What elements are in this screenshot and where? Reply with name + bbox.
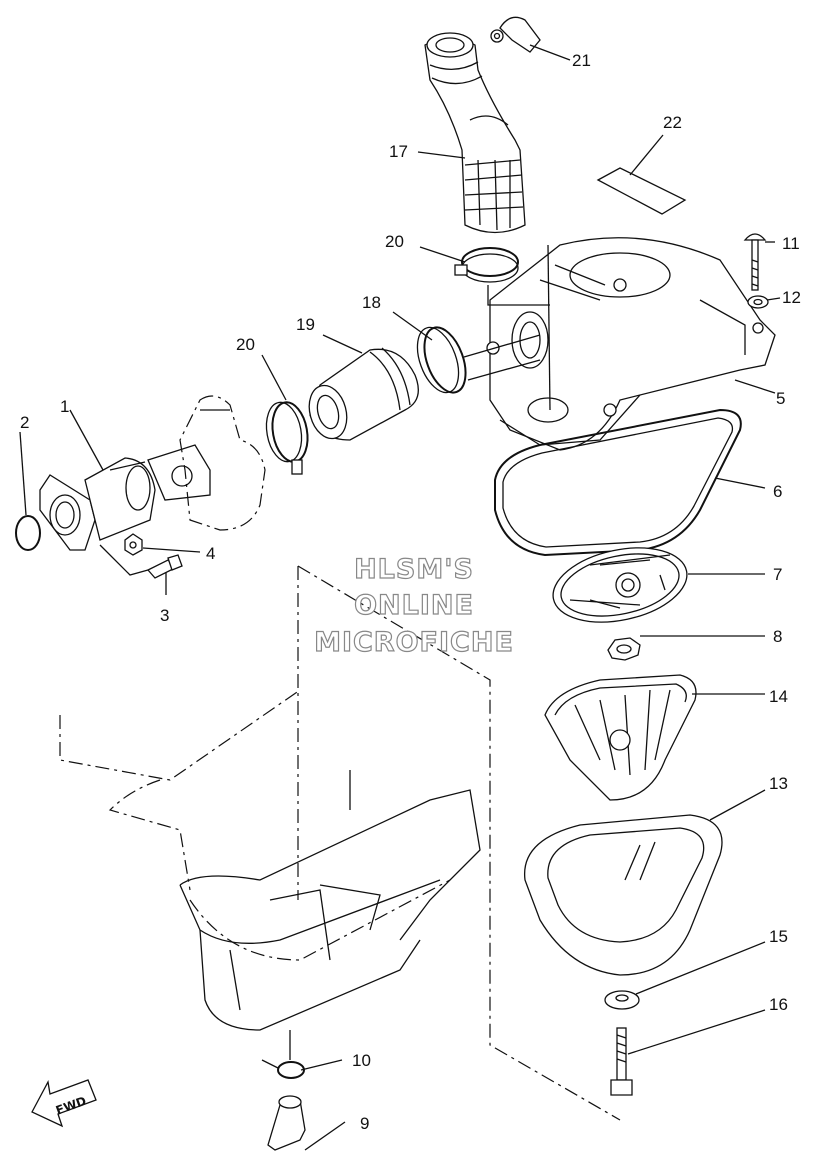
carburetor xyxy=(147,395,266,531)
callout-20b: 20 xyxy=(236,335,255,354)
callout-10: 10 xyxy=(352,1051,371,1070)
callout-11: 11 xyxy=(782,234,800,253)
callout-21: 21 xyxy=(572,51,591,70)
callout-12: 12 xyxy=(782,288,801,307)
callout-labels: 21 22 17 20 11 12 18 19 20 5 1 2 6 4 7 3… xyxy=(20,51,801,1133)
callout-4: 4 xyxy=(206,544,215,563)
callout-8: 8 xyxy=(773,627,782,646)
callout-1: 1 xyxy=(60,397,69,416)
watermark: HLSM'S ONLINE MICROFICHE xyxy=(313,553,514,658)
callout-2: 2 xyxy=(20,413,29,432)
collar-15 xyxy=(604,990,640,1010)
callout-7: 7 xyxy=(773,565,782,584)
fwd-arrow-icon: FWD xyxy=(31,1079,97,1128)
intake-manifold xyxy=(39,457,156,551)
joint-19 xyxy=(308,347,419,441)
callout-3: 3 xyxy=(160,606,169,625)
watermark-line-2: ONLINE xyxy=(354,590,474,621)
bolt-11 xyxy=(743,233,767,291)
clamp-20-lower xyxy=(265,401,309,475)
bolt-3 xyxy=(146,554,183,579)
callout-17: 17 xyxy=(389,142,408,161)
callout-14: 14 xyxy=(769,687,788,706)
clip-10 xyxy=(261,1059,305,1079)
element-frame-7 xyxy=(552,547,688,623)
case-gasket xyxy=(494,408,742,557)
bolt-16 xyxy=(610,1027,633,1096)
leader-1-3 xyxy=(99,544,149,576)
nut-4 xyxy=(124,533,143,556)
washer-12 xyxy=(747,295,769,309)
drain-9 xyxy=(267,1095,306,1151)
hose-clamp-upper xyxy=(454,247,519,283)
callout-13: 13 xyxy=(769,774,788,793)
frame-outline xyxy=(59,565,621,1121)
callout-19: 19 xyxy=(296,315,315,334)
nut-8 xyxy=(607,637,641,661)
watermark-line-1: HLSM'S xyxy=(354,554,474,585)
callout-6: 6 xyxy=(773,482,782,501)
elbow-hose xyxy=(490,16,541,53)
callout-18: 18 xyxy=(362,293,381,312)
callout-22: 22 xyxy=(663,113,682,132)
watermark-line-3: MICROFICHE xyxy=(314,627,514,658)
air-cleaner-case xyxy=(486,237,776,451)
callout-20a: 20 xyxy=(385,232,404,251)
callout-5: 5 xyxy=(776,389,785,408)
leader-lines xyxy=(19,44,781,1151)
callout-9: 9 xyxy=(360,1114,369,1133)
o-ring-2 xyxy=(15,515,41,551)
element-13 xyxy=(524,814,723,976)
label-sticker xyxy=(596,167,687,215)
callout-16: 16 xyxy=(769,995,788,1014)
intake-duct xyxy=(424,32,526,234)
element-holder-14 xyxy=(544,674,697,801)
callout-15: 15 xyxy=(769,927,788,946)
clamp-18 xyxy=(416,326,467,394)
